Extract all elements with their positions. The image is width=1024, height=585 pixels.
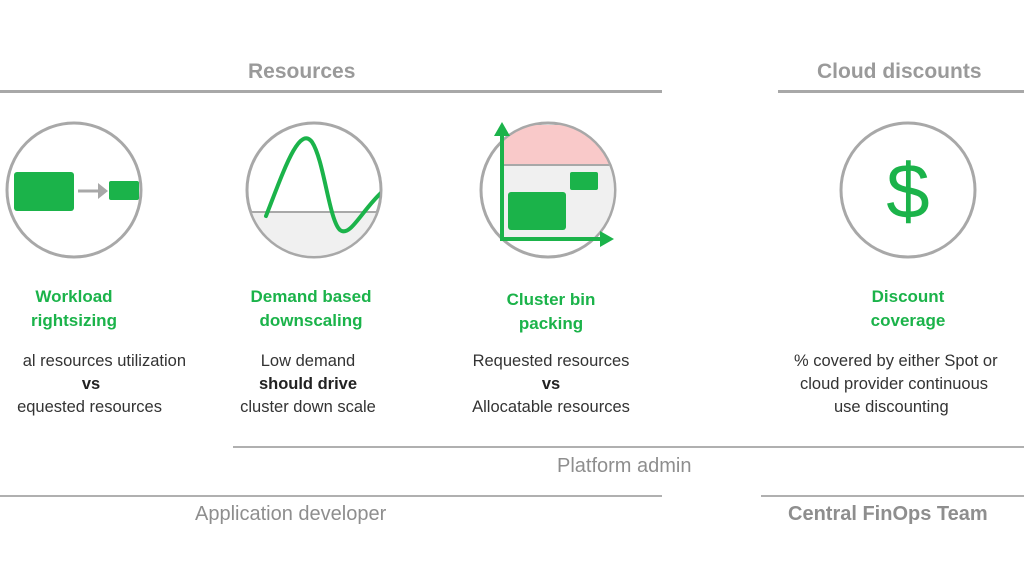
central-finops-label: Central FinOps Team	[788, 503, 988, 525]
demand-downscaling-description: Low demand should drive cluster down sca…	[240, 352, 376, 416]
dollar-icon: $	[886, 147, 929, 235]
discount-coverage-title: Discount coverage	[870, 287, 946, 330]
central-finops-rule	[761, 495, 1024, 497]
section-title-resources: Resources	[248, 60, 356, 83]
workload-rightsizing-description: al resources utilization vs equested res…	[17, 352, 186, 416]
cluster-bin-packing-title: Cluster bin packing	[506, 290, 596, 333]
application-developer-rule	[0, 495, 662, 497]
resources-rule	[0, 90, 662, 93]
cluster-bin-packing-icon	[479, 121, 617, 259]
application-developer-label: Application developer	[195, 503, 387, 525]
platform-admin-rule	[233, 446, 1024, 448]
discount-coverage-description: % covered by either Spot or cloud provid…	[794, 352, 998, 416]
discount-coverage-icon: $	[839, 121, 977, 259]
cloud-discounts-rule	[778, 90, 1024, 93]
cluster-bin-packing-description: Requested resources vs Allocatable resou…	[472, 352, 630, 416]
workload-rightsizing-icon	[5, 121, 143, 259]
demand-downscaling-icon	[245, 121, 383, 259]
workload-rightsizing-title: Workload rightsizing	[31, 287, 117, 330]
platform-admin-label: Platform admin	[557, 455, 692, 477]
section-title-cloud-discounts: Cloud discounts	[817, 60, 982, 83]
demand-downscaling-title: Demand based downscaling	[250, 287, 372, 330]
